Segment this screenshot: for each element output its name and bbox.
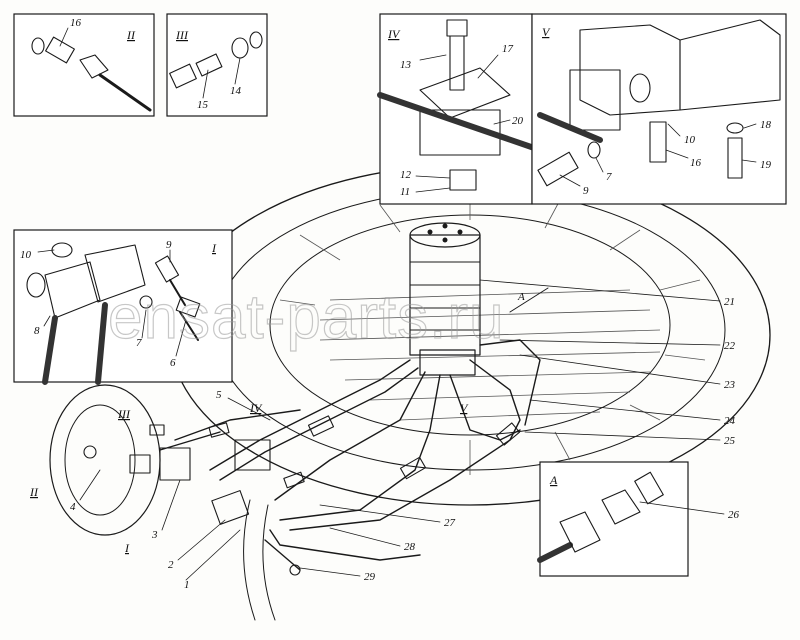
callout-4: 4 (70, 501, 76, 513)
callout-21: 21 (724, 296, 735, 308)
rotary-joint (409, 222, 481, 376)
callout-28: 28 (404, 541, 416, 553)
view-marker-IV: IV (249, 401, 263, 415)
callout-19: 19 (760, 159, 772, 171)
inset-I: I 10 9 8 7 6 (13, 229, 233, 385)
inset-IV: IV 13 17 20 12 11 (377, 13, 543, 205)
callout-16-V: 16 (690, 157, 702, 169)
view-marker-III: III (117, 407, 131, 421)
callout-10-I: 10 (20, 249, 32, 261)
view-marker-A: A (517, 291, 525, 303)
callout-11: 11 (400, 186, 410, 198)
callout-10-V: 10 (684, 134, 696, 146)
inset-III: III 15 14 (166, 13, 268, 117)
inset-II-label: II (126, 28, 136, 42)
callout-9-V: 9 (583, 185, 589, 197)
callout-20: 20 (512, 115, 524, 127)
inset-II: II 16 (13, 13, 155, 117)
callout-7-I: 7 (136, 337, 142, 349)
callout-15: 15 (197, 99, 209, 111)
callout-7-V: 7 (606, 171, 612, 183)
inset-III-label: III (175, 28, 189, 42)
view-marker-V: V (460, 401, 469, 415)
inset-I-label: I (211, 241, 217, 255)
callout-25: 25 (724, 435, 736, 447)
callout-22: 22 (724, 340, 736, 352)
callout-5: 5 (216, 389, 222, 401)
callout-16-II: 16 (70, 17, 82, 29)
view-marker-II: II (29, 485, 39, 499)
callout-8: 8 (34, 325, 40, 337)
left-wheel (49, 384, 161, 536)
view-markers: A IV V III II I (29, 287, 549, 555)
inset-V: V 10 16 7 9 18 19 (531, 13, 787, 205)
callout-12: 12 (400, 169, 412, 181)
inset-A: A 26 (537, 461, 740, 577)
callout-2: 2 (168, 559, 174, 571)
callout-18: 18 (760, 119, 772, 131)
callout-14: 14 (230, 85, 242, 97)
inset-V-label: V (542, 25, 551, 39)
callout-6: 6 (170, 357, 176, 369)
view-marker-I: I (124, 541, 130, 555)
callout-24: 24 (724, 415, 736, 427)
lower-fittings (83, 439, 271, 525)
callout-23: 23 (724, 379, 736, 391)
callout-29: 29 (364, 571, 376, 583)
callout-13: 13 (400, 59, 412, 71)
callout-27: 27 (444, 517, 456, 529)
inset-A-label: A (549, 473, 558, 487)
inset-IV-label: IV (387, 27, 401, 41)
watermark-text: ensat-parts.ru (108, 283, 505, 352)
callout-1: 1 (184, 579, 190, 591)
callout-9-I: 9 (166, 239, 172, 251)
callout-3: 3 (151, 529, 158, 541)
callout-26: 26 (728, 509, 740, 521)
callout-17: 17 (502, 43, 514, 55)
